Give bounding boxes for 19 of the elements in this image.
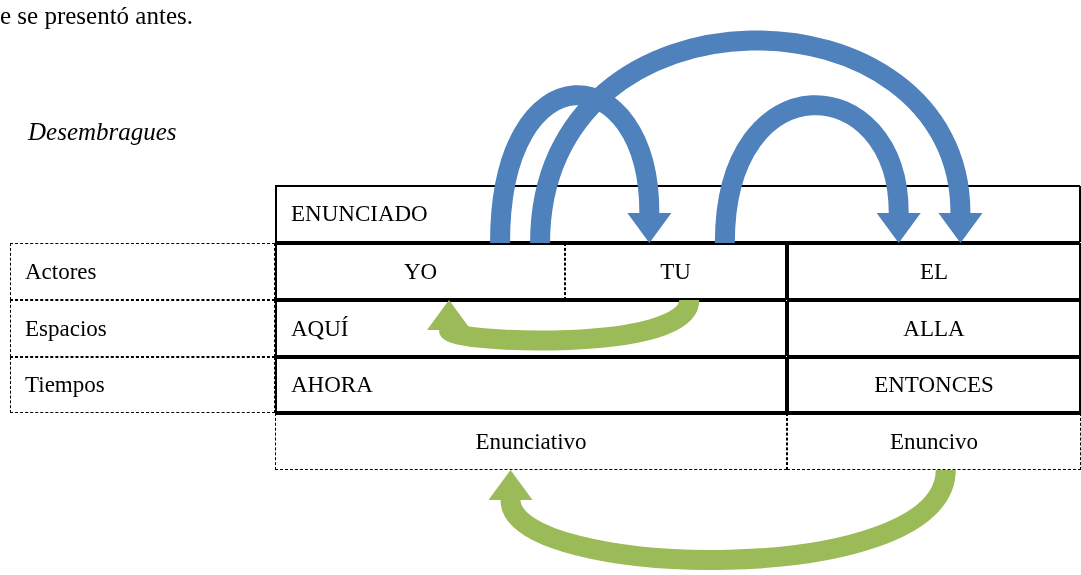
table-cell: TU bbox=[565, 243, 787, 300]
table-cell: AHORA bbox=[275, 357, 787, 413]
curved-arrow bbox=[530, 30, 983, 245]
top-text: e se presentó antes. bbox=[0, 2, 193, 30]
table-cell: ENTONCES bbox=[787, 357, 1081, 413]
table-cell: EL bbox=[787, 243, 1081, 300]
table-cell: Actores bbox=[10, 243, 275, 300]
table-cell: YO bbox=[275, 243, 565, 300]
table-cell: Tiempos bbox=[10, 357, 275, 413]
table-cell: ENUNCIADO bbox=[275, 185, 475, 243]
table-cell: Espacios bbox=[10, 300, 275, 357]
curved-arrow bbox=[490, 467, 956, 570]
section-heading: Desembragues bbox=[28, 118, 177, 146]
table-cell: Enuncivo bbox=[787, 413, 1081, 470]
table-cell: AQUÍ bbox=[275, 300, 405, 357]
curved-arrow bbox=[714, 95, 921, 244]
curved-arrow bbox=[490, 85, 672, 244]
table-cell: Enunciativo bbox=[275, 413, 787, 470]
table-cell: ALLA bbox=[787, 300, 1081, 357]
